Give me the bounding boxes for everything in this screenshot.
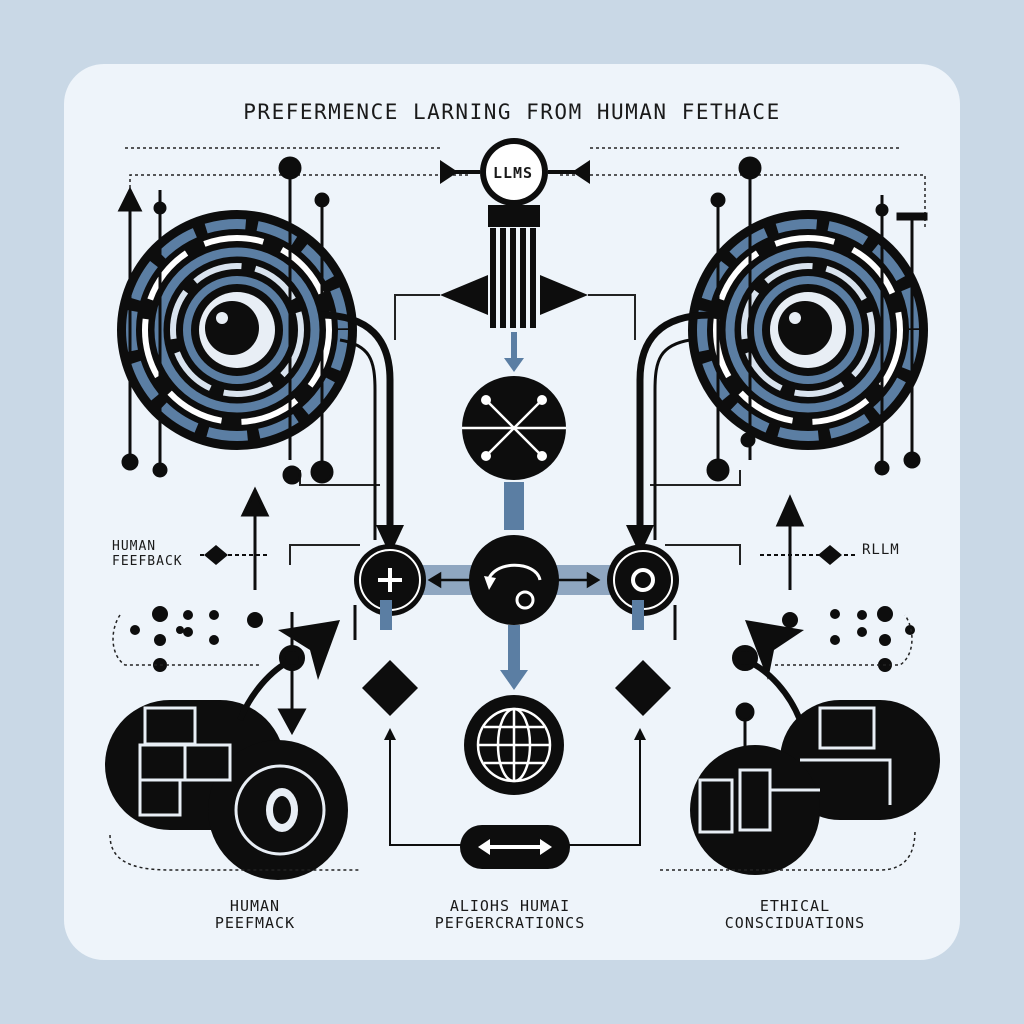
llms-node: [440, 138, 590, 206]
bottom-guide-lines: [109, 829, 916, 871]
connector-loops: [289, 294, 741, 565]
puzzle-connectors: [237, 645, 803, 722]
dot-matrix-left: [130, 606, 263, 672]
center-row-arrows: [427, 571, 601, 589]
center-stem: [504, 482, 524, 530]
chevron-down-arrows: [278, 620, 804, 680]
side-label-rllm: RLLM: [862, 542, 900, 558]
side-diamond-markers: [200, 545, 858, 565]
dot-matrix-right: [782, 606, 915, 672]
puzzle-icon-left: [105, 700, 348, 880]
globe-icon: [464, 695, 564, 795]
llms-node-label: LLMS: [492, 164, 534, 182]
pin-lines: [117, 156, 928, 485]
bottom-label-human-feedback: HUMAN PEEFMACK: [214, 897, 296, 933]
plus-icon: [354, 544, 426, 616]
diamond-icon-left: [362, 660, 418, 716]
side-up-arrows: [240, 486, 805, 590]
side-label-human-feedback: HUMAN FEEFBACK: [112, 539, 183, 569]
bottom-label-ethical: ETHICAL CONSCIDUATIONS: [724, 897, 866, 933]
puzzle-icon-right: [690, 700, 940, 875]
double-arrow-icon: [460, 825, 570, 869]
blue-down-arrows: [380, 600, 644, 690]
network-node-icon: [462, 376, 566, 480]
curved-flow-arrows: [319, 311, 711, 540]
bottom-return-loop: [389, 735, 641, 846]
llms-bar-stack: [440, 205, 588, 328]
diagram-title: PREFERMENCE LARNING FROM HUMAN FETHACE: [243, 100, 781, 124]
diamond-icon-right: [615, 660, 671, 716]
cycle-icon: [469, 535, 559, 625]
bottom-label-aligns-human: ALIOHS HUMAI PEFGERCRATIONCS: [434, 897, 586, 933]
spiral-eye-icon-left: [117, 210, 357, 450]
spiral-eye-icon-right: [688, 210, 928, 450]
